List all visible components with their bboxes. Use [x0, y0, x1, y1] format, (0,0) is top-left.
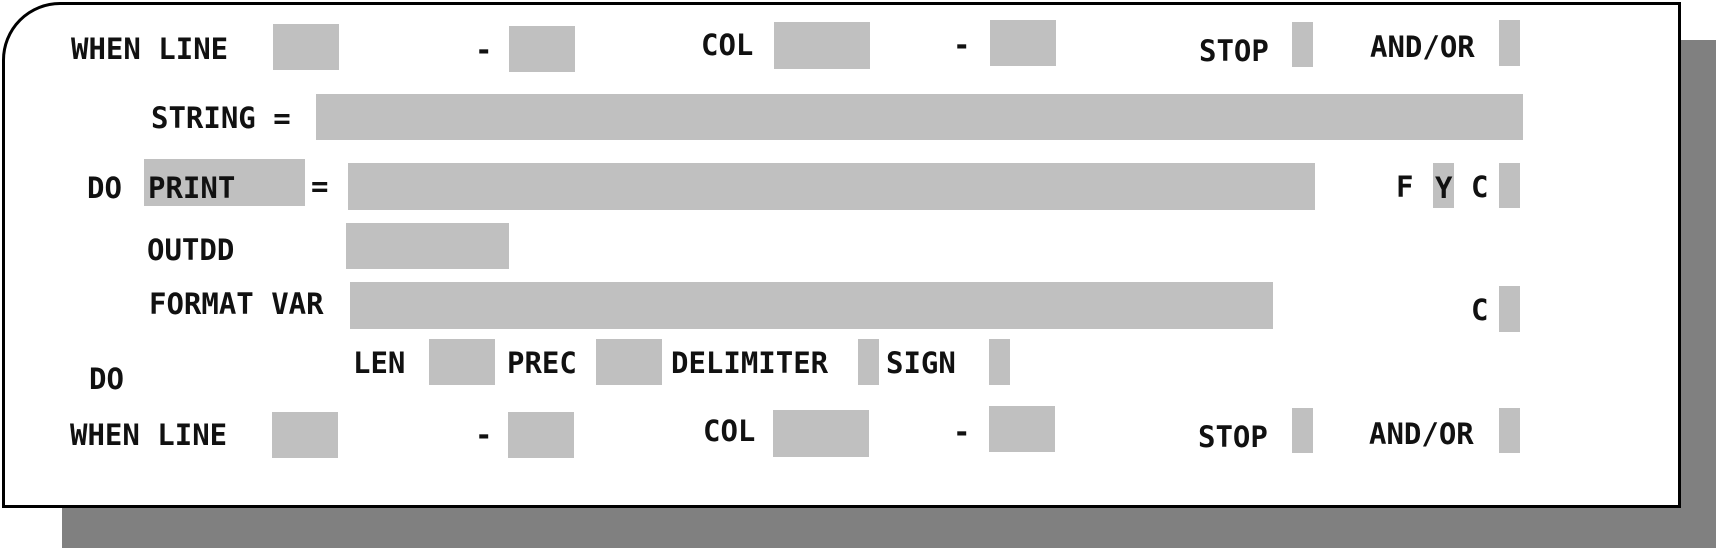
c-label: C: [1471, 170, 1489, 204]
outdd-label: OUTDD: [147, 233, 235, 267]
andor-label: AND/OR: [1370, 30, 1475, 64]
print-equals: =: [311, 169, 329, 203]
when-line-label: WHEN LINE: [71, 32, 229, 66]
andor-2-field[interactable]: [1499, 408, 1520, 453]
string-field[interactable]: [316, 94, 1523, 140]
prec-field[interactable]: [596, 339, 662, 385]
col-2-to-field[interactable]: [989, 406, 1055, 452]
col-range-2-dash: -: [953, 415, 971, 449]
col-2-from-field[interactable]: [773, 410, 869, 457]
sign-field[interactable]: [989, 339, 1010, 385]
when-line-2-from-field[interactable]: [272, 412, 338, 458]
string-label: STRING =: [151, 101, 291, 135]
format-var-field[interactable]: [350, 282, 1273, 329]
when-line-2-label: WHEN LINE: [70, 418, 228, 452]
stop-label: STOP: [1199, 34, 1269, 68]
format-c-label: C: [1471, 293, 1489, 327]
prec-label: PREC: [507, 346, 577, 380]
andor-2-label: AND/OR: [1369, 417, 1474, 451]
delimiter-field[interactable]: [858, 339, 879, 385]
f-field-value: Y: [1435, 171, 1453, 205]
c-field[interactable]: [1499, 163, 1520, 208]
col-label: COL: [701, 28, 754, 62]
andor-field[interactable]: [1499, 20, 1520, 66]
col-2-label: COL: [703, 414, 756, 448]
format-var-label: FORMAT VAR: [149, 287, 324, 321]
when-line-2-to-field[interactable]: [508, 412, 574, 458]
f-field[interactable]: Y: [1433, 163, 1454, 208]
when-line-to-field[interactable]: [509, 26, 575, 72]
line-range-2-dash: -: [475, 418, 493, 452]
print-value-field[interactable]: [348, 163, 1315, 210]
stop-2-label: STOP: [1198, 420, 1268, 454]
when-line-from-field[interactable]: [273, 24, 339, 70]
col-from-field[interactable]: [774, 22, 870, 69]
line-range-dash: -: [475, 33, 493, 67]
outdd-field[interactable]: [346, 223, 509, 269]
len-field[interactable]: [429, 339, 495, 385]
do-action-field[interactable]: PRINT: [144, 159, 305, 206]
do-action-value: PRINT: [148, 171, 236, 205]
f-label: F: [1396, 170, 1414, 204]
len-label: LEN: [353, 346, 406, 380]
when-do-panel: WHEN LINE - COL - STOP AND/OR STRING = D…: [2, 2, 1681, 508]
col-to-field[interactable]: [990, 20, 1056, 66]
do-second-label: DO: [89, 362, 124, 396]
delimiter-label: DELIMITER: [671, 346, 829, 380]
stop-2-field[interactable]: [1292, 408, 1313, 453]
col-range-dash: -: [953, 28, 971, 62]
sign-label: SIGN: [886, 346, 956, 380]
format-c-field[interactable]: [1499, 286, 1520, 332]
do-label: DO: [87, 171, 122, 205]
stop-field[interactable]: [1292, 22, 1313, 67]
